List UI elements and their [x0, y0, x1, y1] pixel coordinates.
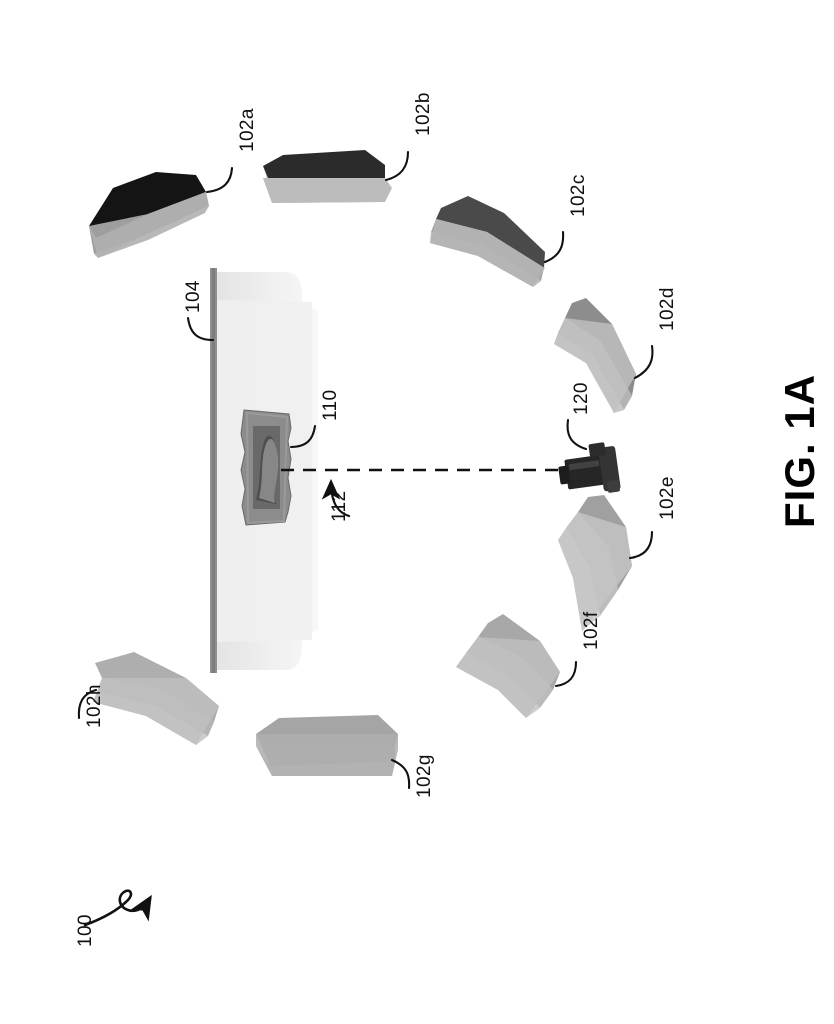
module-102b-top	[263, 150, 385, 178]
camera-lens	[558, 465, 571, 485]
module-102c	[430, 196, 565, 287]
leader-102d	[633, 344, 654, 380]
leader-120	[566, 418, 588, 451]
artwork-assembly	[240, 409, 317, 526]
label-104-wall: 104	[183, 280, 204, 313]
label-100-system: 100	[75, 914, 96, 947]
module-102g-body	[256, 734, 398, 776]
module-102g	[256, 715, 411, 790]
sightline-assembly	[281, 468, 566, 518]
artwork-frame-texture	[245, 411, 289, 525]
label-102e: 102e	[657, 476, 678, 520]
wall-edge-highlight	[212, 268, 215, 673]
module-102b-body	[263, 178, 392, 203]
module-102f	[456, 614, 578, 718]
label-102f: 102f	[581, 611, 602, 650]
camera-back	[598, 446, 621, 492]
camera-assembly	[558, 418, 621, 493]
module-102e-body	[558, 512, 632, 631]
label-102d: 102d	[657, 287, 678, 331]
leader-110	[289, 424, 317, 449]
camera-viewfinder	[588, 442, 606, 457]
leader-102b	[384, 150, 410, 182]
leader-112	[321, 478, 351, 518]
label-102b: 102b	[413, 92, 434, 136]
label-102g: 102g	[414, 754, 435, 798]
system-arrow-100	[83, 889, 152, 927]
leader-102f	[554, 660, 578, 688]
camera-grip	[606, 479, 620, 493]
camera-body-highlight	[568, 460, 600, 471]
leader-102h	[77, 688, 98, 720]
leader-104	[186, 316, 215, 342]
module-102a-body	[89, 192, 209, 258]
system-callout-100	[83, 889, 152, 927]
module-102e	[558, 495, 654, 631]
module-102b	[263, 150, 410, 203]
module-102c-top	[436, 196, 545, 268]
leader-102c	[543, 230, 565, 264]
module-102d-body	[554, 318, 636, 413]
leader-102g	[390, 758, 411, 790]
module-102h-body	[93, 678, 219, 745]
module-102f-body	[456, 637, 560, 718]
label-102h: 102h	[84, 684, 105, 728]
label-102c: 102c	[568, 174, 589, 217]
module-102d	[554, 298, 654, 413]
artwork-canvas-painting	[253, 426, 280, 509]
module-102h	[77, 652, 219, 745]
label-120-camera: 120	[571, 382, 592, 415]
label-102a: 102a	[237, 108, 258, 152]
artwork-canvas-figure	[259, 438, 279, 503]
figure-title: FIG. 1A	[776, 373, 823, 528]
label-110-artwork: 110	[320, 389, 341, 422]
leader-102a	[205, 166, 234, 194]
module-102a	[89, 166, 234, 258]
label-112-sightline: 112	[329, 490, 350, 523]
leader-102e	[628, 530, 654, 560]
module-102c-body	[430, 219, 545, 287]
